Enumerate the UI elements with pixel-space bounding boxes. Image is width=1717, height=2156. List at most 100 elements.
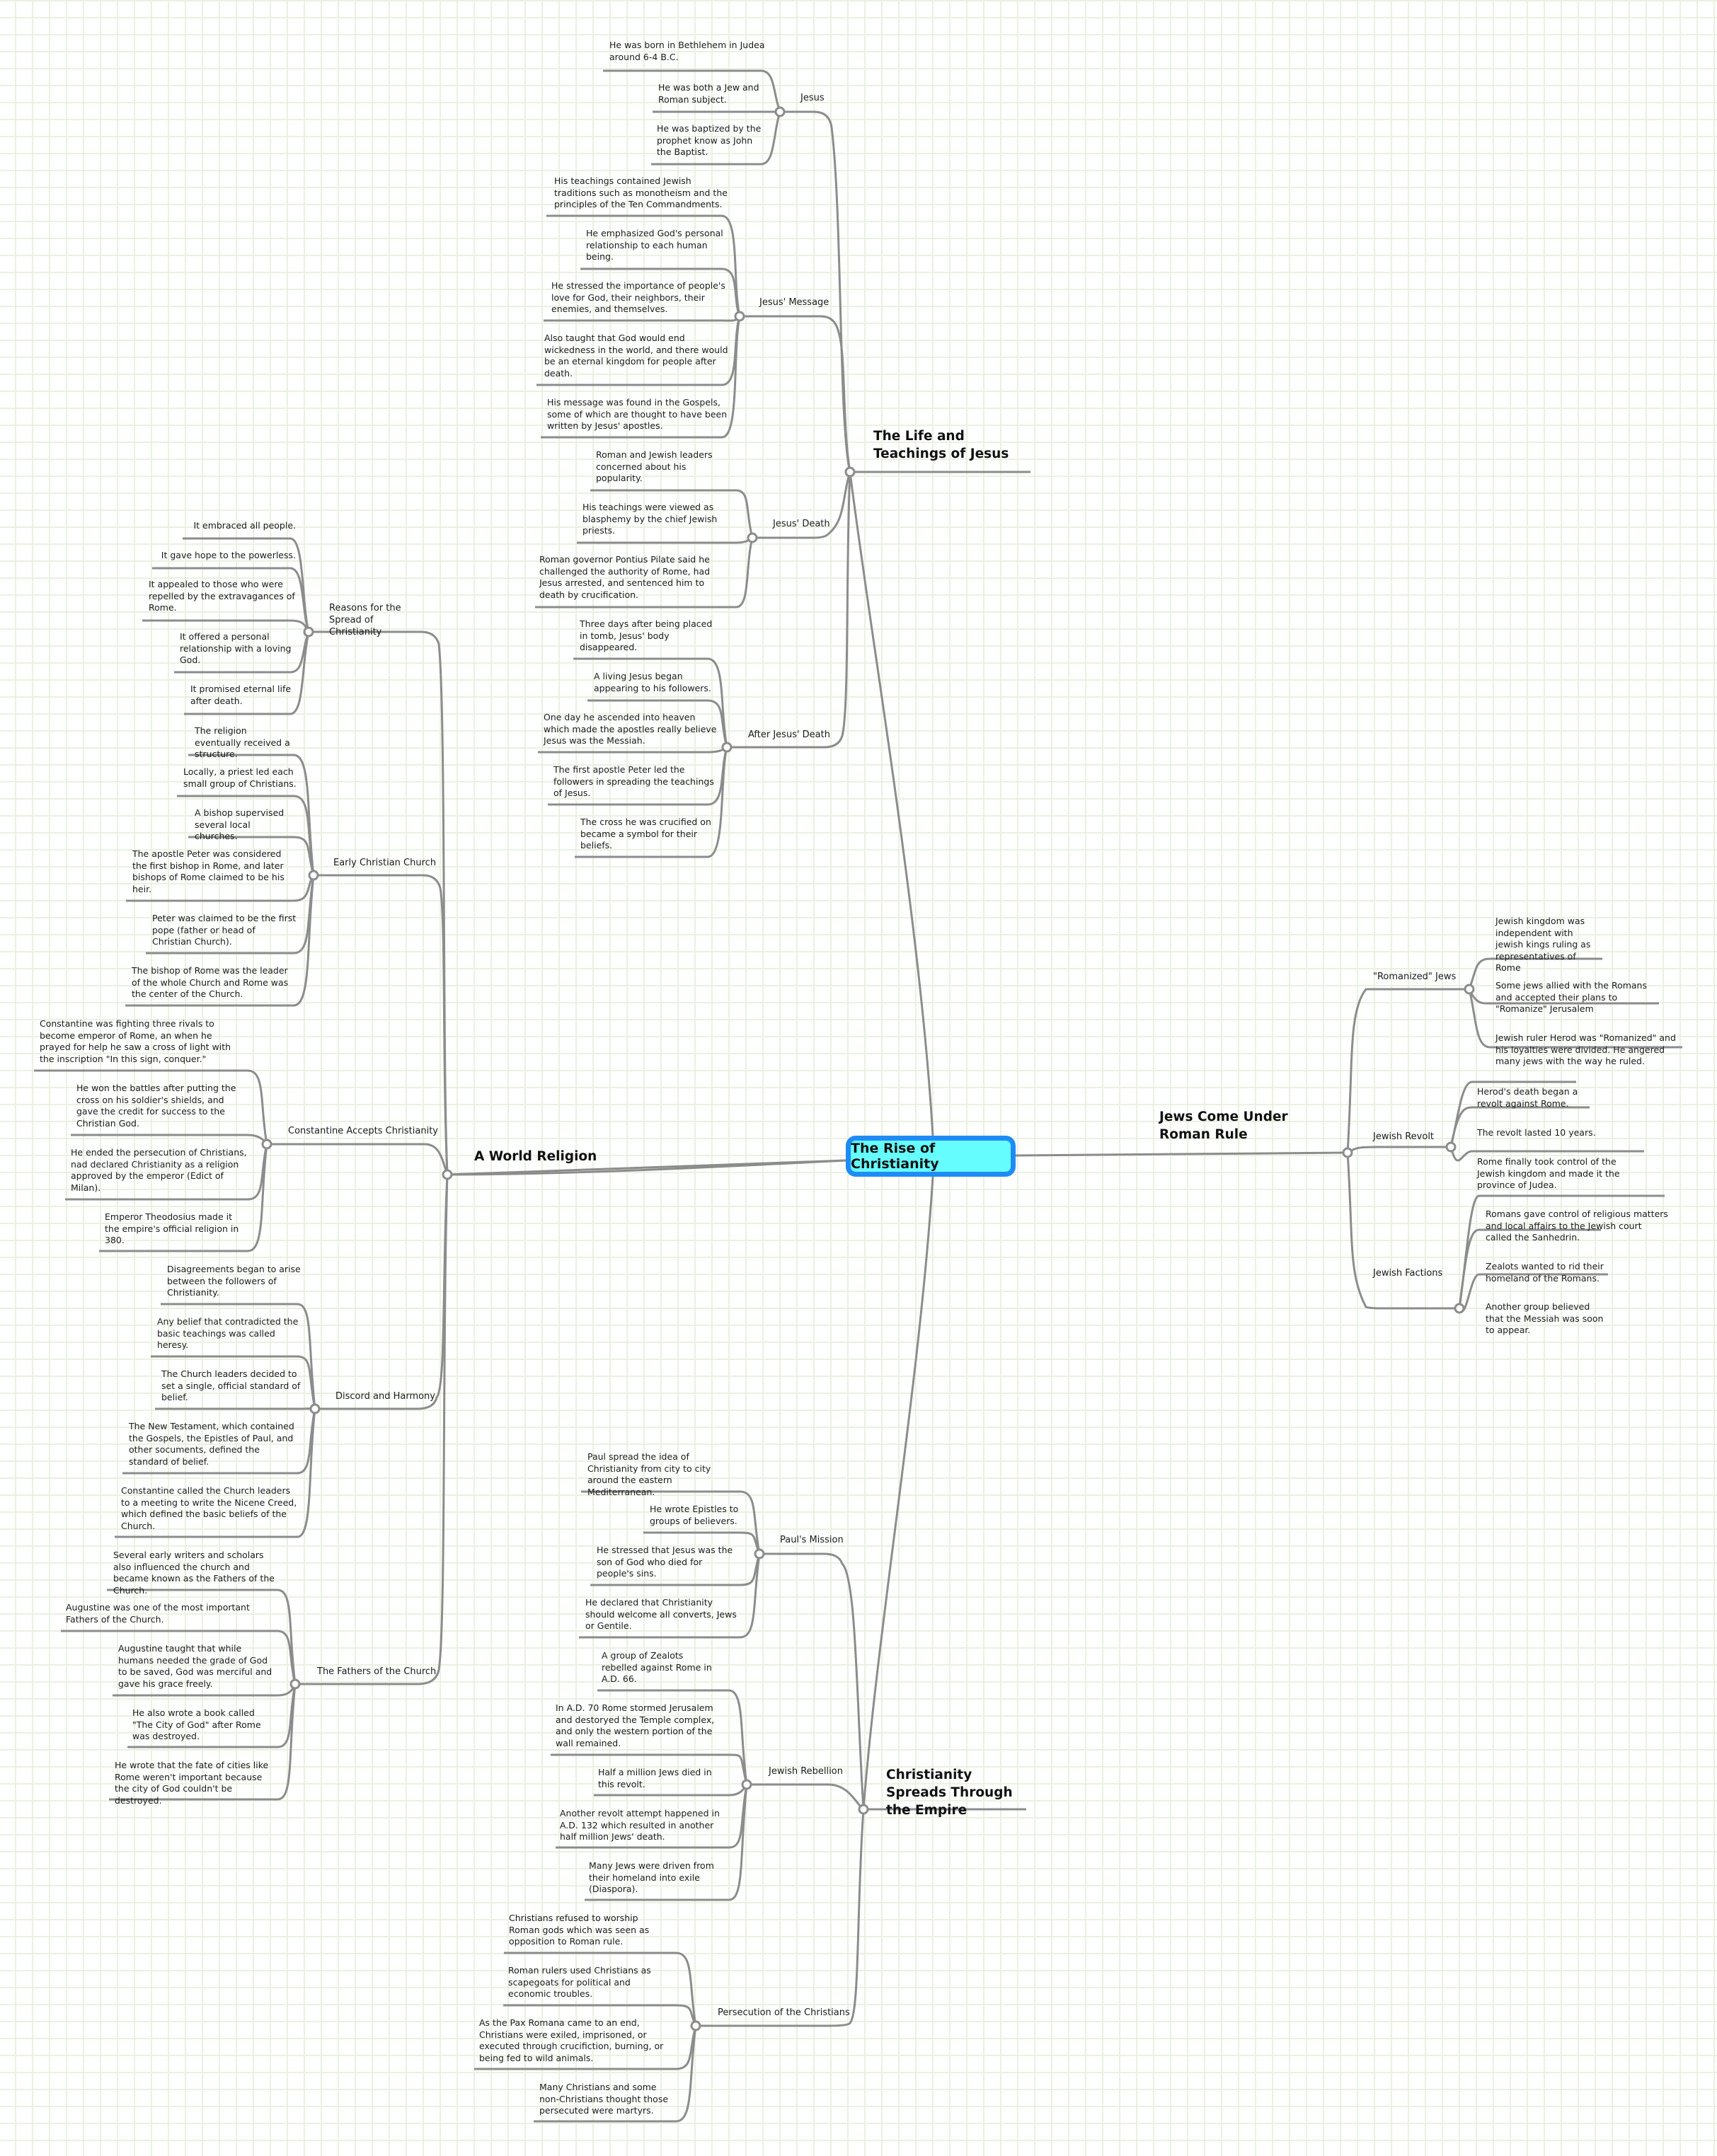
subtopic-jesus-message[interactable]: Jesus' Message: [759, 296, 829, 309]
leaf-item[interactable]: Paul spread the idea of Christianity fro…: [587, 1451, 740, 1498]
leaf-item[interactable]: The cross he was crucified on became a s…: [580, 817, 722, 852]
subtopic-constantine[interactable]: Constantine Accepts Christianity: [288, 1125, 438, 1137]
leaf-item[interactable]: Jewish kingdom was independent with jewi…: [1495, 916, 1602, 974]
leaf-item[interactable]: Any belief that contradicted the basic t…: [157, 1316, 299, 1351]
subtopic-jewish-factions[interactable]: Jewish Factions: [1373, 1267, 1442, 1279]
leaf-item[interactable]: Many Christians and some non-Christians …: [539, 2082, 674, 2117]
leaf-item[interactable]: The first apostle Peter led the follower…: [553, 764, 723, 800]
subtopic-label: "Romanized" Jews: [1373, 972, 1457, 982]
leaf-item[interactable]: It appealed to those who were repelled b…: [149, 579, 297, 614]
subtopic-jewish-revolt[interactable]: Jewish Revolt: [1373, 1131, 1434, 1143]
leaf-item[interactable]: It gave hope to the powerless.: [158, 550, 296, 562]
leaf-item[interactable]: He was baptized by the prophet know as J…: [657, 123, 763, 158]
leaf-item[interactable]: Roman rulers used Christians as scapegoa…: [508, 1965, 674, 2000]
leaf-item[interactable]: It embraced all people.: [190, 520, 296, 532]
subtopic-persecution[interactable]: Persecution of the Christians: [718, 2007, 850, 2019]
leaf-item[interactable]: The religion eventually received a struc…: [195, 725, 294, 761]
leaf-text: A living Jesus began appearing to his fo…: [594, 671, 711, 693]
leaf-item[interactable]: It offered a personal relationship with …: [180, 631, 297, 667]
subtopic-early-christian-church[interactable]: Early Christian Church: [333, 857, 436, 869]
root-topic[interactable]: The Rise of Christianity: [846, 1136, 1016, 1177]
leaf-item[interactable]: Locally, a priest led each small group o…: [183, 766, 297, 790]
leaf-item[interactable]: Emperor Theodosius made it the empire's …: [105, 1211, 246, 1247]
subtopic-pauls-mission[interactable]: Paul's Mission: [780, 1534, 844, 1546]
leaf-item[interactable]: Jewish ruler Herod was "Romanized" and h…: [1495, 1032, 1683, 1068]
leaf-text: He ended the persecution of Christians, …: [71, 1147, 247, 1193]
leaf-item[interactable]: He ended the persecution of Christians, …: [71, 1147, 248, 1194]
leaf-item[interactable]: He emphasized God's personal relationshi…: [586, 228, 728, 263]
leaf-item[interactable]: He wrote that the fate of cities like Ro…: [115, 1760, 277, 1806]
leaf-item[interactable]: Roman governor Pontius Pilate said he ch…: [539, 554, 727, 601]
leaf-item[interactable]: Herod's death began a revolt against Rom…: [1477, 1086, 1583, 1109]
leaf-item[interactable]: It promised eternal life after death.: [190, 684, 297, 707]
subtopic-jesus[interactable]: Jesus: [800, 92, 825, 104]
leaf-item[interactable]: In A.D. 70 Rome stormed Jerusalem and de…: [556, 1702, 722, 1749]
leaf-item[interactable]: The bishop of Rome was the leader of the…: [132, 965, 294, 1001]
leaf-item[interactable]: His teachings contained Jewish tradition…: [554, 175, 728, 211]
subtopic-romanized-jews[interactable]: "Romanized" Jews: [1373, 971, 1456, 983]
leaf-item[interactable]: He was both a Jew and Roman subject.: [658, 82, 764, 105]
leaf-item[interactable]: The Church leaders decided to set a sing…: [161, 1368, 303, 1404]
leaf-item[interactable]: Zealots wanted to rid their homeland of …: [1486, 1261, 1606, 1284]
leaf-item[interactable]: Romans gave control of religious matters…: [1486, 1209, 1670, 1244]
leaf-item[interactable]: Rome finally took control of the Jewish …: [1477, 1156, 1647, 1192]
leaf-item[interactable]: Another group believed that the Messiah …: [1486, 1301, 1609, 1337]
leaf-item[interactable]: He stressed that Jesus was the son of Go…: [597, 1545, 742, 1580]
leaf-item[interactable]: He stressed the importance of people's l…: [551, 280, 728, 316]
leaf-item[interactable]: He won the battles after putting the cro…: [76, 1083, 246, 1129]
leaf-item[interactable]: Christians refused to worship Roman gods…: [509, 1913, 672, 1948]
subtopic-label: Paul's Mission: [780, 1535, 844, 1545]
leaf-text: His message was found in the Gospels, so…: [547, 397, 728, 431]
branch-life-and-teachings[interactable]: The Life and Teachings of Jesus: [873, 427, 1029, 463]
leaf-item[interactable]: His message was found in the Gospels, so…: [547, 397, 728, 432]
branch-jews-under-roman-rule[interactable]: Jews Come Under Roman Rule: [1159, 1108, 1329, 1143]
leaf-item[interactable]: The New Testament, which contained the G…: [129, 1421, 299, 1468]
leaf-item[interactable]: Also taught that God would end wickednes…: [544, 333, 728, 379]
subtopic-fathers-of-church[interactable]: The Fathers of the Church: [317, 1666, 436, 1678]
leaf-item[interactable]: He was born in Bethlehem in Judea around…: [609, 40, 765, 63]
subtopic-jewish-rebellion[interactable]: Jewish Rebellion: [769, 1765, 843, 1777]
leaf-item[interactable]: Augustine taught that while humans neede…: [118, 1643, 277, 1690]
subtopic-reasons-for-spread[interactable]: Reasons for the Spread of Christianity: [329, 602, 428, 638]
leaf-item[interactable]: He also wrote a book called "The City of…: [132, 1707, 274, 1743]
leaf-item[interactable]: The revolt lasted 10 years.: [1477, 1127, 1597, 1139]
leaf-text: Romans gave control of religious matters…: [1486, 1209, 1668, 1243]
leaf-item[interactable]: Many Jews were driven from their homelan…: [589, 1860, 723, 1896]
leaf-text: The Church leaders decided to set a sing…: [161, 1368, 301, 1402]
leaf-item[interactable]: One day he ascended into heaven which ma…: [544, 712, 720, 747]
branch-world-religion[interactable]: A World Religion: [474, 1148, 644, 1165]
leaf-item[interactable]: Several early writers and scholars also …: [113, 1550, 276, 1596]
subtopic-after-jesus-death[interactable]: After Jesus' Death: [748, 729, 830, 741]
branch-christianity-spreads[interactable]: Christianity Spreads Through the Empire: [886, 1766, 1028, 1819]
leaf-item[interactable]: A living Jesus began appearing to his fo…: [594, 671, 721, 694]
leaf-item[interactable]: Half a million Jews died in this revolt.: [598, 1767, 718, 1790]
leaf-text: He was baptized by the prophet know as J…: [657, 123, 762, 157]
leaf-item[interactable]: Another revolt attempt happened in A.D. …: [560, 1808, 723, 1843]
leaf-item[interactable]: Disagreements began to arise between the…: [167, 1264, 302, 1299]
leaf-item[interactable]: His teachings were viewed as blasphemy b…: [582, 502, 724, 537]
subtopic-discord-and-harmony[interactable]: Discord and Harmony: [335, 1390, 435, 1402]
leaf-text: He wrote that the fate of cities like Ro…: [115, 1760, 269, 1806]
leaf-text: He stressed that Jesus was the son of Go…: [597, 1545, 733, 1579]
leaf-item[interactable]: Peter was claimed to be the first pope (…: [152, 913, 297, 948]
leaf-item[interactable]: Roman and Jewish leaders concerned about…: [596, 449, 723, 485]
leaf-text: Half a million Jews died in this revolt.: [598, 1767, 712, 1789]
leaf-item[interactable]: He wrote Epistles to groups of believers…: [650, 1504, 742, 1527]
leaf-item[interactable]: A bishop supervised several local church…: [195, 807, 294, 843]
subtopic-label: Jesus' Message: [759, 297, 829, 308]
leaf-text: The bishop of Rome was the leader of the…: [132, 965, 289, 999]
leaf-item[interactable]: He declared that Christianity should wel…: [585, 1597, 741, 1632]
leaf-item[interactable]: Constantine called the Church leaders to…: [121, 1485, 298, 1532]
leaf-item[interactable]: A group of Zealots rebelled against Rome…: [602, 1650, 715, 1685]
leaf-item[interactable]: Three days after being placed in tomb, J…: [580, 618, 721, 654]
leaf-item[interactable]: Constantine was fighting three rivals to…: [40, 1018, 245, 1065]
leaf-text: Augustine was one of the most important …: [66, 1602, 250, 1625]
leaf-text: Three days after being placed in tomb, J…: [580, 618, 713, 652]
leaf-item[interactable]: Augustine was one of the most important …: [66, 1602, 278, 1625]
leaf-item[interactable]: The apostle Peter was considered the fir…: [132, 848, 295, 895]
leaf-item[interactable]: As the Pax Romana came to an end, Christ…: [479, 2017, 674, 2064]
leaf-text: Many Jews were driven from their homelan…: [589, 1860, 714, 1894]
leaf-item[interactable]: Some jews allied with the Romans and acc…: [1495, 980, 1658, 1015]
subtopic-jesus-death[interactable]: Jesus' Death: [773, 518, 830, 530]
